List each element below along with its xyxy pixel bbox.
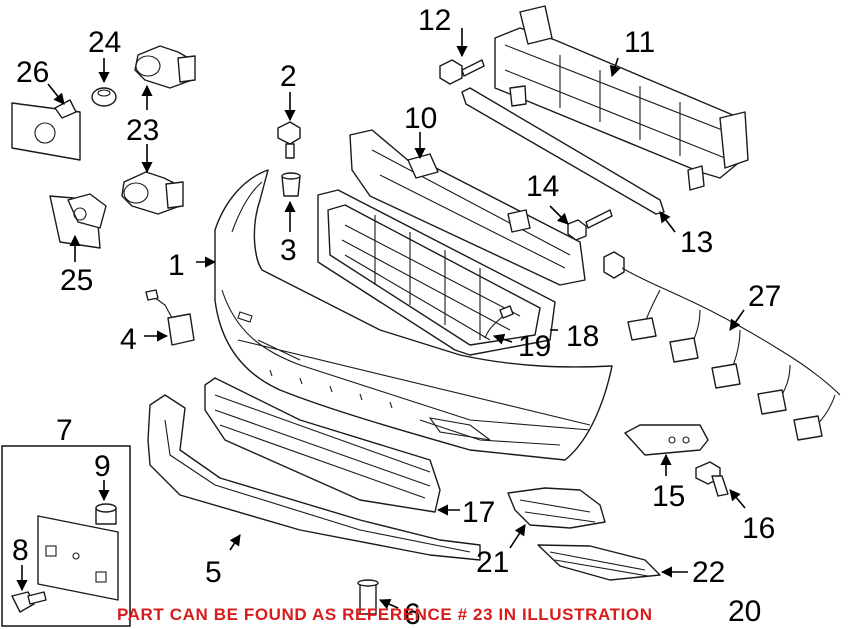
bracket-25-drawing xyxy=(49,193,107,249)
callout-2: 2 xyxy=(280,60,297,93)
cover-15-drawing xyxy=(624,424,709,456)
callout-8: 8 xyxy=(12,534,29,567)
park-sensor-lower-drawing xyxy=(121,171,184,215)
bolt-2-drawing xyxy=(277,121,301,159)
nut-3-drawing xyxy=(281,172,301,197)
callout-15: 15 xyxy=(652,480,685,513)
callout-13: 13 xyxy=(680,226,713,259)
lower-valance-drawing xyxy=(147,394,481,561)
clip-6-drawing xyxy=(357,579,379,615)
callout-3: 3 xyxy=(280,234,297,267)
impact-bar-drawing xyxy=(494,5,749,191)
leader-lines xyxy=(16,28,746,610)
callout-21: 21 xyxy=(476,546,509,579)
callout-18: 18 xyxy=(566,320,599,353)
trim-21-drawing xyxy=(507,487,606,529)
callout-4: 4 xyxy=(120,323,137,356)
lower-grille-drawing xyxy=(204,377,441,513)
callout-12: 12 xyxy=(418,4,451,37)
callout-25: 25 xyxy=(60,264,93,297)
callout-9: 9 xyxy=(94,450,111,483)
bracket-26-drawing xyxy=(11,99,81,161)
grille-frame-drawing xyxy=(317,189,556,356)
bolt-14-drawing xyxy=(567,209,613,241)
callout-10: 10 xyxy=(404,102,437,135)
grille-22-drawing xyxy=(537,544,661,581)
upper-absorber-drawing xyxy=(349,129,586,286)
callout-5: 5 xyxy=(205,556,222,589)
callout-19: 19 xyxy=(518,330,551,363)
screw-16-drawing xyxy=(695,461,729,497)
wiring-harness-drawing xyxy=(603,251,841,441)
grommet-24-drawing xyxy=(91,87,117,107)
callout-26: 26 xyxy=(16,56,49,89)
callout-16: 16 xyxy=(742,512,775,545)
bolt-12-drawing xyxy=(439,59,485,85)
callout-17: 17 xyxy=(462,496,495,529)
bumper-cover-drawing xyxy=(214,169,613,461)
callout-6: 6 xyxy=(404,598,421,629)
callout-27: 27 xyxy=(748,280,781,313)
callout-24: 24 xyxy=(88,26,121,59)
reference-note: PART CAN BE FOUND AS REFERENCE # 23 IN I… xyxy=(117,605,653,624)
callout-box-7 xyxy=(1,445,131,627)
callout-20: 20 xyxy=(728,595,761,628)
callout-1: 1 xyxy=(168,249,185,282)
callout-22: 22 xyxy=(692,556,725,589)
callout-23: 23 xyxy=(126,114,159,147)
sensor-4-drawing xyxy=(145,289,195,346)
park-sensor-upper-drawing xyxy=(134,45,196,89)
callout-11: 11 xyxy=(624,26,655,59)
callout-14: 14 xyxy=(526,170,559,203)
callout-7: 7 xyxy=(56,414,73,447)
connector-19-drawing xyxy=(484,305,514,339)
